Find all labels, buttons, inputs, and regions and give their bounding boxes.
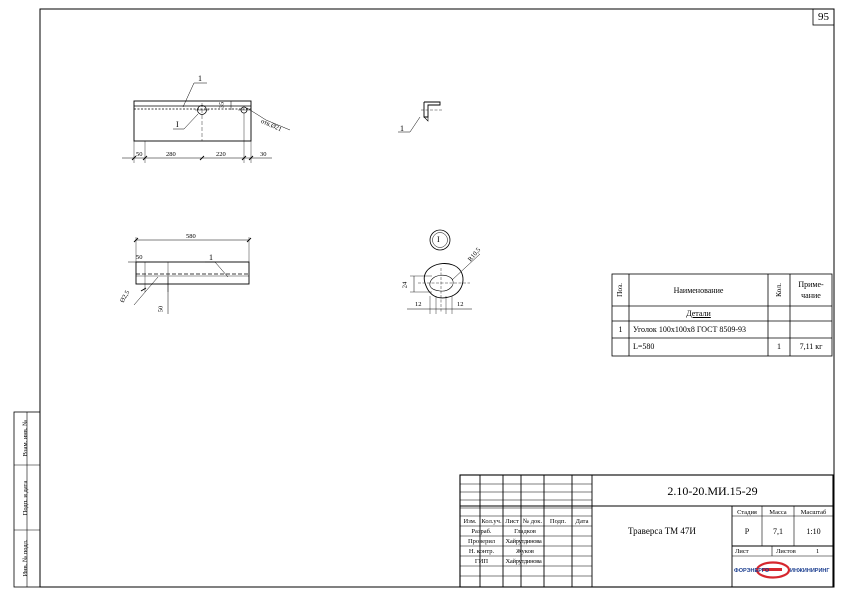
document-code: 2.10-20.МИ.15-29 xyxy=(667,484,758,498)
front-dim-220: 220 xyxy=(216,151,226,158)
spec-header-name: Наименование xyxy=(673,286,724,295)
side-label-orig-inv: Инв. № подл. xyxy=(22,539,29,577)
front-dim-50: 50 xyxy=(136,151,143,158)
detail-dim-24: 24 xyxy=(401,281,409,289)
detail-dim-12-right: 12 xyxy=(457,301,464,308)
front-view xyxy=(122,82,291,163)
scale-label: Масштаб xyxy=(800,509,827,516)
spec-row-1-pos: 1 xyxy=(618,325,623,334)
detail-label: I xyxy=(437,235,440,244)
side-view xyxy=(398,101,443,133)
company-name-right: ИНЖИНИРИНГ xyxy=(790,568,830,574)
name-checker: Хайрутдинова xyxy=(505,538,542,545)
side-position-label: 1 xyxy=(400,124,404,133)
column-kol-uch: Кол.уч. xyxy=(481,518,502,525)
role-checker: Проверил xyxy=(467,538,496,545)
role-developer: Разраб. xyxy=(471,528,492,535)
name-gip: Хайрутдинова xyxy=(505,558,542,565)
spec-header-qty: Кол. xyxy=(774,283,783,297)
column-izm: Изм. xyxy=(463,518,477,525)
column-doc-no: № док. xyxy=(522,518,543,525)
side-label-sign-date: Подп. и дата xyxy=(22,480,29,516)
front-dim-30: 30 xyxy=(260,151,267,158)
sheets-value: 1 xyxy=(816,548,820,555)
detail-view xyxy=(407,229,481,314)
stage-label: Стадия xyxy=(737,509,757,516)
drawing-title: Траверса ТМ 47И xyxy=(628,526,696,536)
front-callout-label: I xyxy=(176,120,179,129)
side-label-replacement-inv: Взам. инв. № xyxy=(22,419,29,457)
drawing-frame xyxy=(13,8,835,588)
sheets-label: Листов xyxy=(776,548,796,555)
spec-header-note-line1: Приме- xyxy=(798,280,824,289)
front-dim-35: 35 xyxy=(218,101,226,109)
mass-label: Масса xyxy=(769,509,787,516)
spec-section-title: Детали xyxy=(686,309,711,318)
front-dim-280: 280 xyxy=(166,151,176,158)
column-list: Лист xyxy=(505,518,519,525)
name-norm-control: Жуков xyxy=(516,548,534,555)
spec-row-2-note: 7,11 кг xyxy=(799,342,823,351)
column-sign: Подп. xyxy=(549,518,567,525)
scale-value: 1:10 xyxy=(806,527,821,536)
role-gip: ГИП xyxy=(474,558,489,565)
company-logo xyxy=(755,561,791,579)
role-norm-control: Н. контр. xyxy=(468,548,495,555)
spec-header-note-line2: чание xyxy=(801,291,821,300)
top-dim-580: 580 xyxy=(186,233,196,240)
name-developer: Гладков xyxy=(514,528,536,535)
spec-row-2-qty: 1 xyxy=(777,342,781,351)
spec-row-2-name: L=580 xyxy=(633,342,655,351)
top-view xyxy=(128,237,252,314)
page-number: 95 xyxy=(818,11,829,23)
spec-table-grid xyxy=(611,273,833,357)
column-date: Дата xyxy=(575,518,589,525)
title-block-grid xyxy=(459,474,834,588)
top-dim-50-bottom: 50 xyxy=(157,305,165,313)
front-position-label: 1 xyxy=(198,74,202,83)
mass-value: 7,1 xyxy=(773,527,783,536)
spec-header-pos: Поз. xyxy=(615,283,624,298)
detail-dim-12-left: 12 xyxy=(415,301,422,308)
company-name-left: ФОРЭНЕРГО xyxy=(734,568,770,574)
top-position-label: 1 xyxy=(209,253,213,262)
sheet-label: Лист xyxy=(735,548,749,555)
stage-value: Р xyxy=(744,527,750,536)
spec-row-1-name: Уголок 100х100х8 ГОСТ 8509-93 xyxy=(633,325,747,334)
top-dim-50-top: 50 xyxy=(136,254,143,261)
